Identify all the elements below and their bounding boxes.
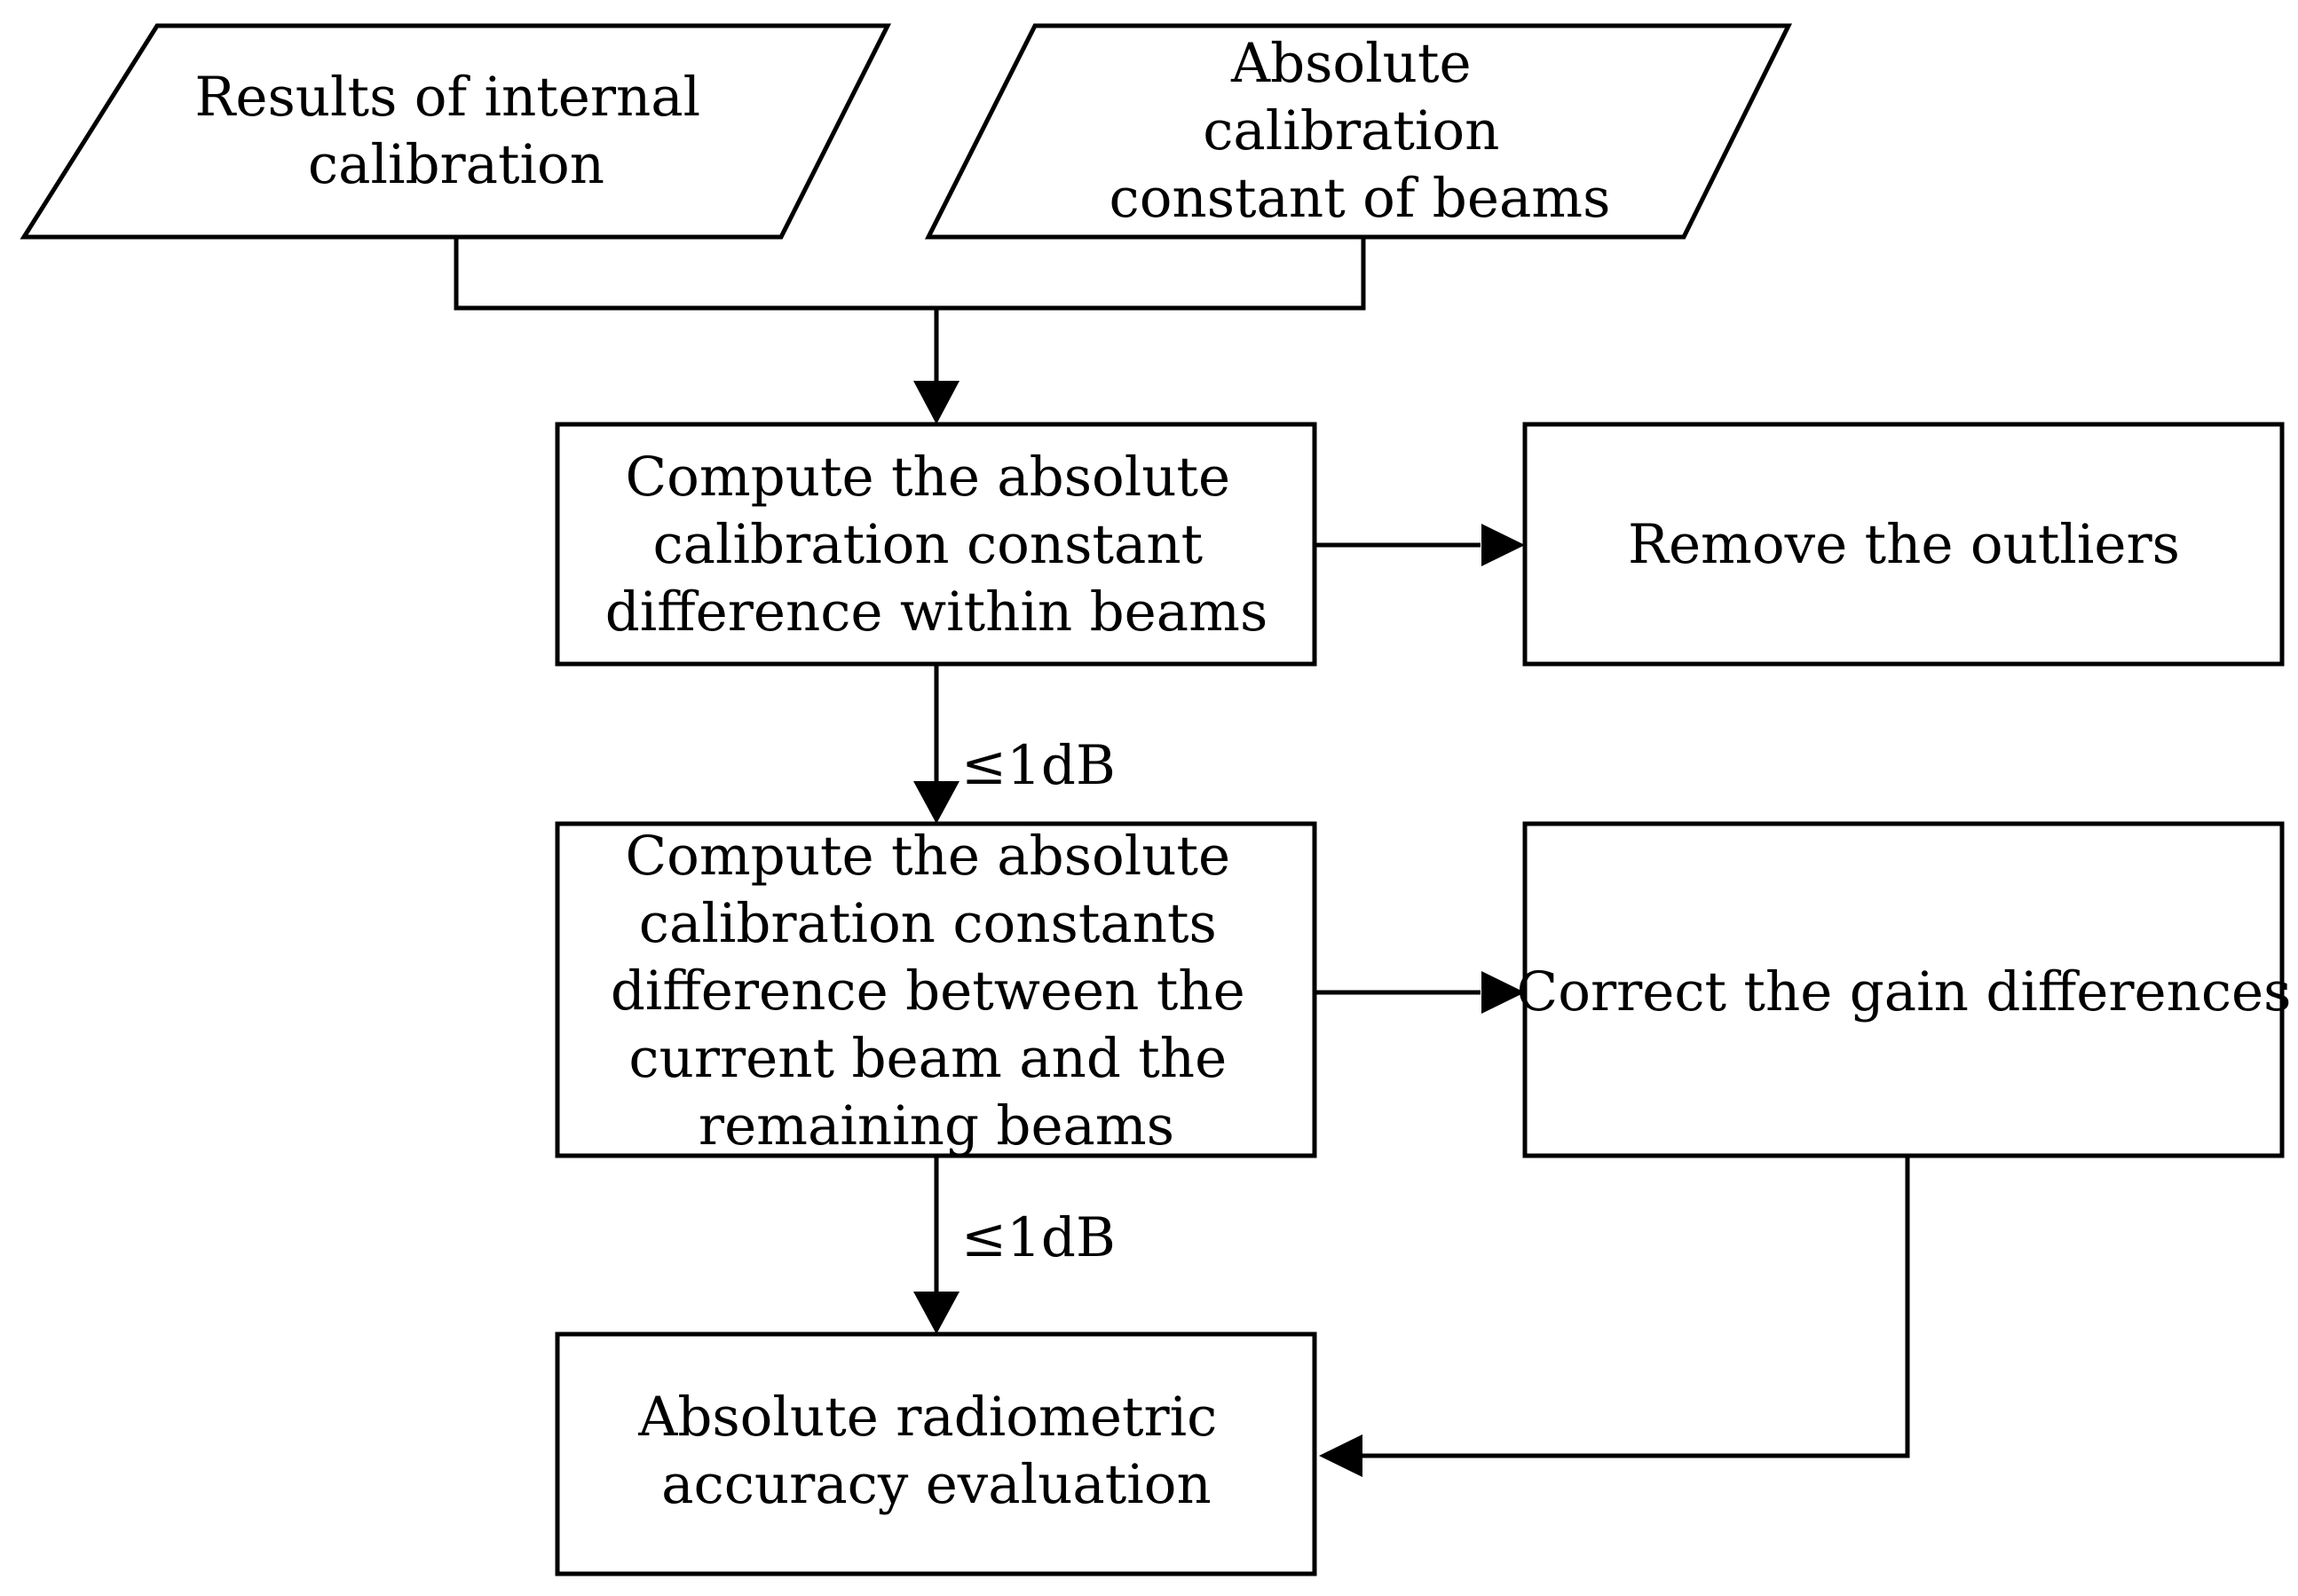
arrowhead-left-1 [1319, 1434, 1362, 1477]
step-between-beams-box [555, 821, 1317, 1158]
step-evaluation-label: Absolute radiometric accuracy evaluation [637, 1386, 1234, 1516]
step-evaluation-box [555, 1331, 1317, 1576]
arrowhead-right-1 [1481, 524, 1525, 566]
input-beam-constant-label: Absolute calibration constant of beams [1110, 32, 1611, 230]
input-beam-constant-shape [924, 23, 1793, 240]
arrowhead-down-1 [913, 381, 959, 424]
connector-gain-to-evaluation [1362, 1157, 1910, 1458]
step-between-beams-label: Compute the absolute calibration constan… [611, 825, 1262, 1157]
arrowhead-down-3 [913, 1292, 959, 1334]
input-internal-calibration-shape [20, 23, 892, 240]
edge-label-threshold-1: ≤1dB [961, 734, 1116, 797]
connector-inputs-merge [454, 237, 1366, 311]
step-within-beams-box [555, 422, 1317, 667]
step-correct-gain-label: Correct the gain differences [1517, 960, 2292, 1023]
arrowhead-right-2 [1481, 971, 1525, 1014]
step-within-beams-label: Compute the absolute calibration constan… [605, 446, 1268, 644]
arrowhead-down-2 [913, 781, 959, 824]
step-correct-gain-box [1522, 821, 2285, 1158]
edge-label-threshold-2: ≤1dB [961, 1206, 1116, 1269]
input-internal-calibration-label: Results of internal calibration [194, 66, 717, 196]
step-remove-outliers-label: Remove the outliers [1628, 513, 2180, 576]
step-remove-outliers-box [1522, 422, 2285, 667]
